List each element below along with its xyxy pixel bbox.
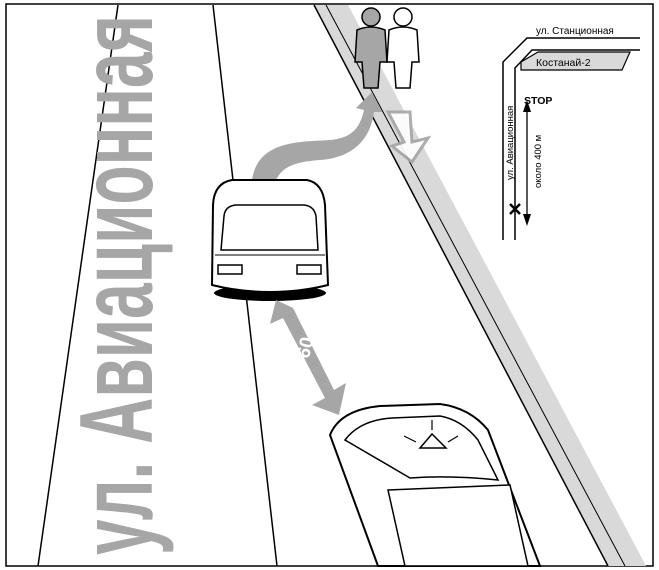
pedestrian-light-icon — [386, 7, 420, 89]
pedestrian-dark-icon — [354, 7, 388, 89]
moving-car — [328, 402, 542, 567]
siren-ray — [447, 435, 459, 443]
inset-distance-label: около 400 м — [533, 135, 544, 188]
sidewalk-edge-right — [325, 4, 626, 567]
car-path-arrow — [252, 92, 382, 180]
inset-map — [502, 37, 640, 240]
siren-ray — [403, 435, 417, 443]
station-name-label: Костанай-2 — [536, 57, 591, 69]
walk-direction-arrow — [385, 110, 432, 165]
location-x-marker-icon — [509, 203, 521, 215]
main-street-name: ул. Авиационная — [59, 15, 175, 555]
sidewalk-edge-left — [313, 4, 609, 567]
stop-label: STOP — [524, 95, 552, 107]
frame-border — [5, 3, 654, 567]
stopped-car — [210, 179, 330, 301]
station-street-label: ул. Станционная — [536, 26, 614, 37]
route-arrow-down — [523, 214, 531, 226]
station-building — [520, 51, 631, 71]
side-street-label: ул. Авиационная — [505, 106, 516, 180]
road-edge-left — [37, 4, 119, 567]
distance-arrow — [270, 300, 346, 415]
route-arrow-up — [523, 100, 531, 112]
